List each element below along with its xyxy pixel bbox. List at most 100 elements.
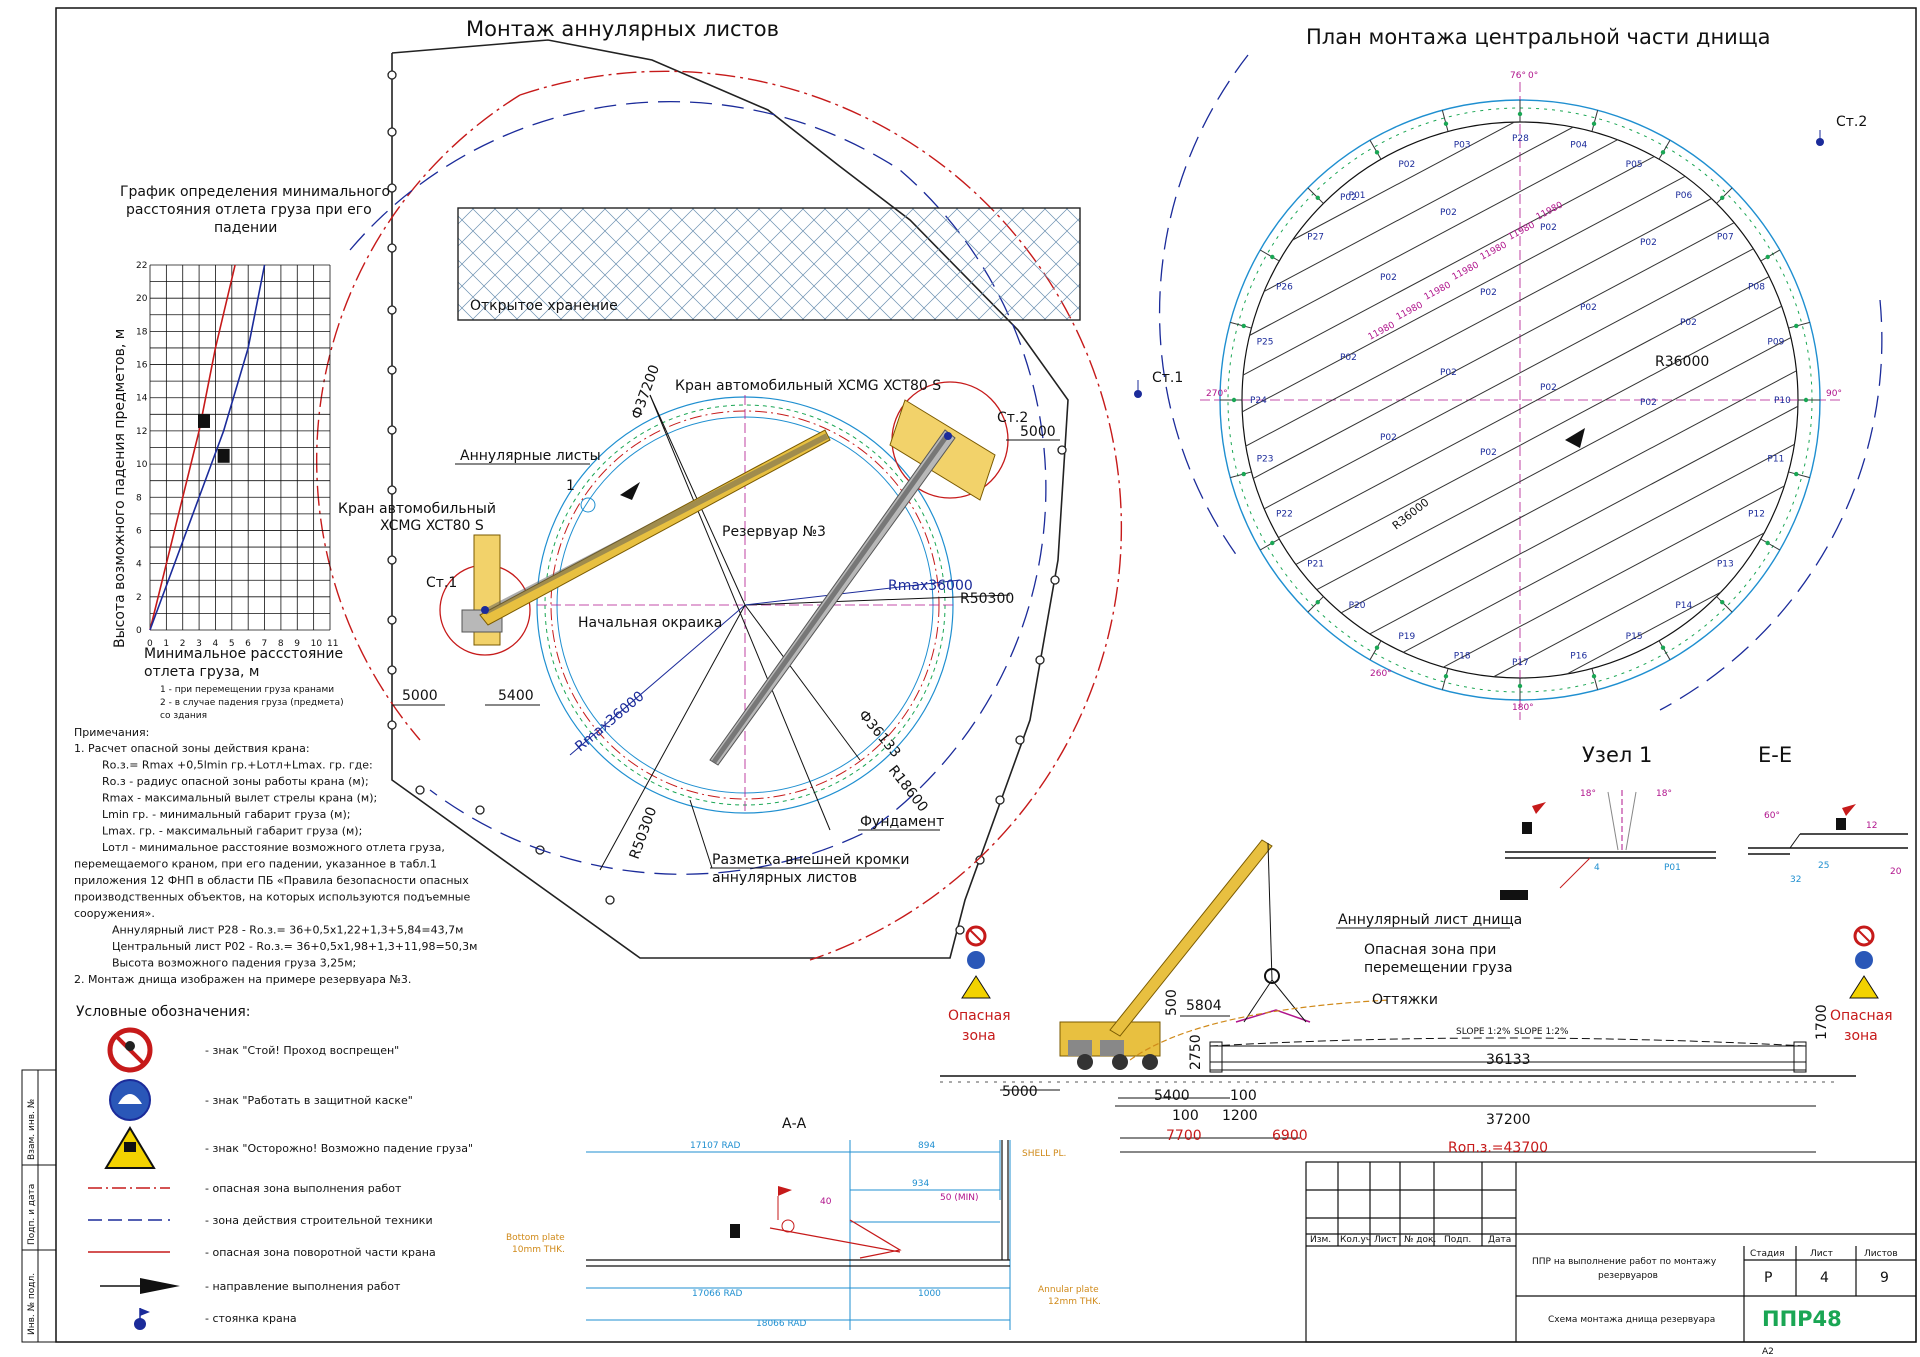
deg-bl: 260° xyxy=(1370,669,1392,679)
notes-block: Примечания: 1. Расчет опасной зоны дейст… xyxy=(74,726,477,986)
plate-label: Р02 xyxy=(1540,383,1557,393)
plate-label: Р02 xyxy=(1440,208,1457,218)
aa-annular-l1: Annular plate xyxy=(1038,1285,1099,1295)
annular-seam xyxy=(1591,110,1599,132)
plate-length: 11980 xyxy=(1451,260,1481,282)
note-line: Lmax. гр. - максимальный габарит груза (… xyxy=(102,825,362,838)
note-line: 2. Монтаж днища изображен на примере рез… xyxy=(74,973,411,986)
graph-ytick: 22 xyxy=(136,261,147,271)
plate-label: Р05 xyxy=(1626,160,1643,170)
graph-title-l3: падении xyxy=(214,220,277,236)
weld-marker xyxy=(1720,195,1725,200)
right-st1: Ст.1 xyxy=(1152,370,1183,386)
dim-r50300-b: R50300 xyxy=(627,805,661,861)
direction-arrow-icon xyxy=(1565,428,1585,448)
graph-legend-1: 1 - при перемещении груза кранами xyxy=(160,685,334,695)
aa-1000: 1000 xyxy=(918,1289,941,1299)
plate-label: Р01 xyxy=(1349,191,1366,201)
note-line: Высота возможного падения груза 3,25м; xyxy=(112,957,356,970)
site-fence xyxy=(391,39,1069,959)
plate-label: Р04 xyxy=(1570,141,1587,151)
note-line: Lотл - минимальное расстояние возможного… xyxy=(102,841,445,854)
crane1-label-l2: XCMG XCT80 S xyxy=(380,518,484,534)
plate-label: Р27 xyxy=(1307,233,1324,243)
falling-load-sign-icon-right xyxy=(1849,975,1879,999)
elev-annular-bottom: Аннулярный лист днища xyxy=(1338,912,1522,928)
stamp-sign-date: Подп. и дата xyxy=(27,1184,37,1245)
legend-stop-icon xyxy=(107,1027,153,1073)
aa-shell: SHELL PL. xyxy=(1022,1149,1066,1159)
plate-label: Р02 xyxy=(1640,398,1657,408)
weld-marker xyxy=(1720,600,1725,605)
crane-1 xyxy=(439,429,831,656)
elev-5400: 5400 xyxy=(1154,1088,1190,1104)
weld-marker xyxy=(1517,111,1523,117)
open-storage-label: Открытое хранение xyxy=(470,298,618,314)
st2-marker-icon xyxy=(1816,130,1824,146)
sheets-value: 9 xyxy=(1880,1270,1889,1286)
deg-left: 270° xyxy=(1206,389,1228,399)
elev-37200: 37200 xyxy=(1486,1112,1531,1128)
plate-label: Р07 xyxy=(1717,233,1734,243)
legend-crane-stop-icon xyxy=(134,1308,150,1330)
dim-5400: 5400 xyxy=(498,688,534,704)
dim-5000-b: 5000 xyxy=(1020,424,1056,440)
note-line: приложения 12 ФНП в области ПБ «Правила … xyxy=(74,874,469,887)
plate-label: Р20 xyxy=(1349,601,1366,611)
node1-18r: 18° xyxy=(1656,789,1672,799)
graph-xtick: 3 xyxy=(196,639,202,649)
elev-slope-b: SLOPE 1:2% xyxy=(1514,1027,1569,1037)
elev-danger-right-l1: Опасная xyxy=(1830,1008,1893,1024)
graph-legend-2: 2 - в случае падения груза (предмета) xyxy=(160,698,344,708)
aa-50min: 50 (MIN) xyxy=(940,1193,979,1203)
sheets-header: Листов xyxy=(1864,1249,1898,1259)
graph-xtick: 4 xyxy=(212,639,218,649)
graph-xtick: 11 xyxy=(327,639,338,649)
node1-drawing xyxy=(1500,790,1716,900)
stop-sign-icon-right xyxy=(1853,925,1875,947)
weld-marker xyxy=(1270,254,1275,260)
annular-seam xyxy=(1369,640,1382,661)
weld-marker xyxy=(1803,397,1809,403)
graph-ytick: 20 xyxy=(136,294,148,304)
title-block-col-header: № док. xyxy=(1404,1235,1436,1245)
ee-60: 60° xyxy=(1764,811,1780,821)
elev-danger-move-l2: перемещении груза xyxy=(1364,960,1513,976)
plate-label: Р02 xyxy=(1340,353,1357,363)
elev-2750: 2750 xyxy=(1188,1034,1204,1070)
weld-marker xyxy=(1443,674,1449,679)
deg-top: 0° xyxy=(1528,71,1538,81)
weld-marker xyxy=(1231,397,1237,403)
plate-label: Р02 xyxy=(1680,318,1697,328)
annular-seam xyxy=(1307,187,1324,204)
aa-18066: 18066 RAD xyxy=(756,1319,807,1329)
graph-ytick: 16 xyxy=(136,361,148,371)
sheet-header: Лист xyxy=(1810,1249,1833,1259)
plate-label: Р09 xyxy=(1767,338,1784,348)
elev-danger-left-l1: Опасная xyxy=(948,1008,1011,1024)
helmet-sign-icon-right xyxy=(1855,951,1873,969)
stamp-inv-orig: Инв. № подл. xyxy=(27,1273,37,1335)
plate-label: Р08 xyxy=(1748,282,1765,292)
graph-series-line xyxy=(149,264,236,631)
aa-annular-l2: 12mm THK. xyxy=(1048,1297,1101,1307)
note-line: Rо.з - радиус опасной зоны работы крана … xyxy=(102,775,369,788)
elevation-ground xyxy=(940,1075,1856,1083)
weld-marker xyxy=(1591,674,1597,679)
graph-marker xyxy=(217,448,230,463)
fence-posts xyxy=(387,70,1067,935)
elevation-dims xyxy=(1000,1015,1816,1153)
weld-marker xyxy=(1374,645,1380,650)
graph-title-l1: График определения минимального xyxy=(120,184,390,200)
plate-label: Р02 xyxy=(1398,160,1415,170)
st1-marker-icon xyxy=(1134,380,1142,398)
dim-5000-a: 5000 xyxy=(402,688,438,704)
title-block-col-header: Лист xyxy=(1374,1235,1397,1245)
weld-marker xyxy=(1591,121,1597,126)
plate-seam xyxy=(1242,156,1655,376)
elev-1200: 1200 xyxy=(1222,1108,1258,1124)
graph-xtick: 2 xyxy=(180,639,186,649)
plate-seam xyxy=(1443,485,1785,668)
plate-label: Р23 xyxy=(1257,454,1274,464)
